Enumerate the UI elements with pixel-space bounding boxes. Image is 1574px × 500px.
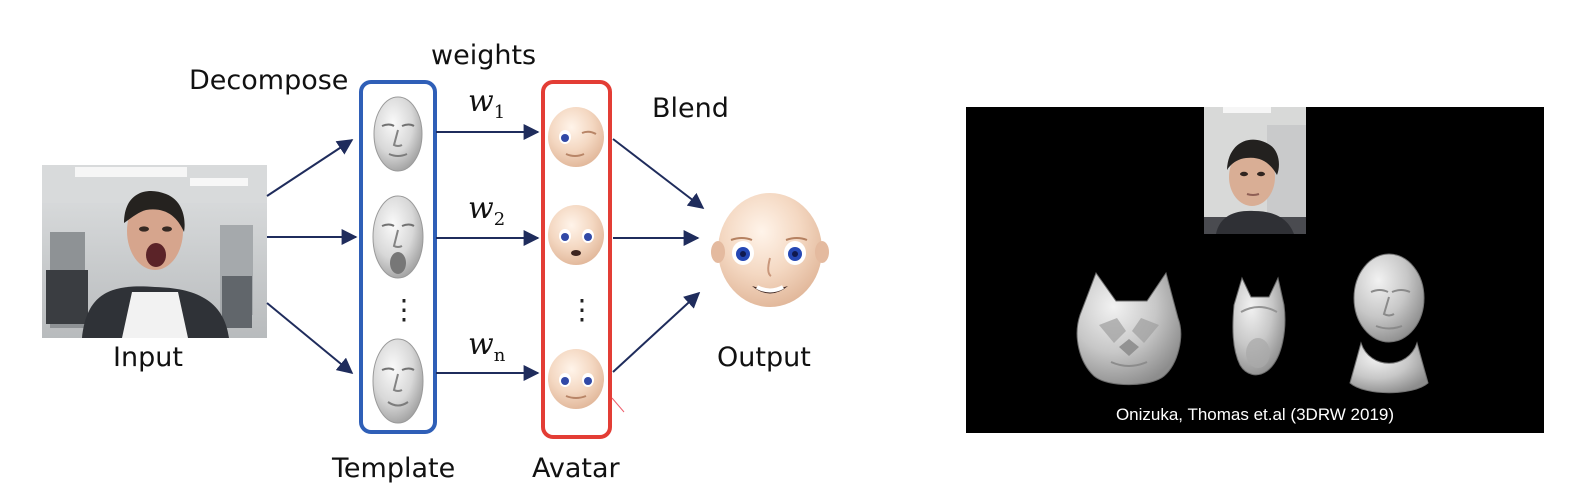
human-mesh [1349,253,1429,394]
weight-w1-base: w [468,84,494,119]
template-face-3 [372,338,424,424]
template-label: Template [332,453,456,484]
avatar-box [541,80,612,439]
input-label: Input [113,342,183,373]
template-box [359,80,437,434]
weight-w2-sub: 2 [493,209,506,230]
horse-mesh [1232,276,1286,376]
input-to-template-3-arrow [266,302,354,375]
avatar-face-2 [548,205,604,265]
weight-wn-sub: n [493,345,506,366]
avatar-3-to-output-arrow [612,291,701,373]
input-photo [42,165,267,338]
decompose-label: Decompose [189,65,349,96]
avatar-1-to-output-arrow [612,138,705,209]
weight-w2-label: w2 [468,194,505,229]
weight-w1-label: w1 [468,87,505,122]
weights-label: weights [431,40,537,71]
weight-wn-label: wn [468,330,505,365]
avatar-label: Avatar [532,453,620,484]
avatar-face-1 [548,107,604,167]
video-caption: Onizuka, Thomas et.al (3DRW 2019) [1115,405,1395,424]
output-label: Output [717,342,811,373]
template-face-1 [373,96,423,172]
template-ellipsis: ⋮ [390,293,418,326]
webcam-thumbnail [1204,107,1306,234]
video-panel: Onizuka, Thomas et.al (3DRW 2019) [966,107,1544,433]
weight-w2-base: w [468,191,494,226]
weight-wn-base: w [468,327,494,362]
input-to-template-1-arrow [266,139,354,197]
red-stroke-mark [611,397,625,413]
template-face-2 [372,195,424,279]
cat-mesh [1076,271,1182,386]
avatar-ellipsis: ⋮ [568,293,596,326]
avatar-face-3 [548,349,604,409]
output-face [711,193,829,307]
weight-w1-sub: 1 [493,102,506,123]
video-scene [1076,107,1429,394]
blend-label: Blend [652,93,729,124]
arrows [266,124,705,381]
